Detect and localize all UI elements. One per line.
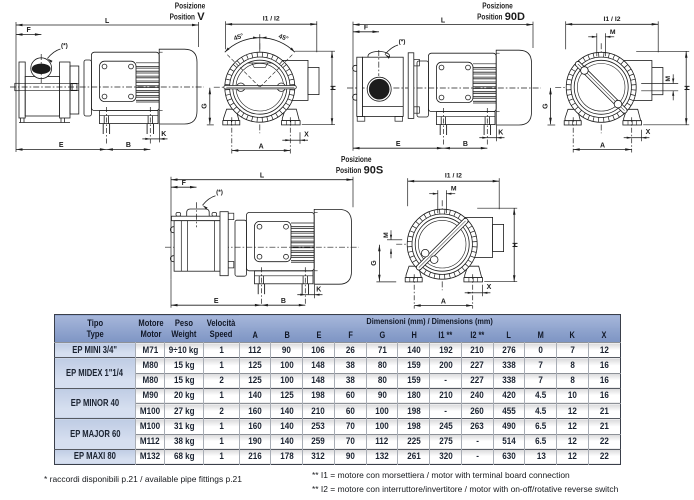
svg-text:A: A (441, 298, 446, 305)
svg-text:90S: 90S (364, 164, 384, 176)
svg-text:H: H (513, 242, 520, 247)
svg-text:V: V (197, 11, 205, 23)
svg-text:X: X (304, 131, 309, 138)
svg-text:M: M (610, 29, 616, 36)
svg-text:Position: Position (336, 166, 361, 175)
svg-text:B: B (126, 142, 131, 149)
svg-text:E: E (396, 141, 401, 148)
svg-text:L: L (441, 17, 446, 24)
svg-text:(*): (*) (61, 43, 68, 50)
svg-text:X: X (487, 284, 492, 291)
svg-text:X: X (646, 129, 651, 136)
svg-text:G: G (371, 260, 378, 266)
svg-text:I1 / I2: I1 / I2 (603, 16, 620, 23)
svg-text:F: F (364, 24, 369, 31)
svg-text:(*): (*) (216, 189, 223, 196)
svg-text:L: L (105, 18, 110, 25)
svg-text:I1 / I2: I1 / I2 (263, 16, 280, 23)
svg-text:90D: 90D (505, 11, 525, 23)
svg-text:M: M (451, 186, 457, 193)
svg-text:H: H (330, 85, 337, 90)
svg-text:B: B (281, 298, 286, 305)
svg-text:E: E (214, 298, 219, 305)
svg-text:K: K (498, 130, 503, 137)
svg-text:G: G (202, 103, 209, 109)
svg-text:F: F (27, 27, 32, 34)
svg-text:B: B (463, 141, 468, 148)
svg-text:A: A (600, 142, 605, 149)
svg-text:A: A (259, 143, 264, 150)
svg-text:F: F (182, 180, 187, 187)
svg-text:45°: 45° (233, 31, 245, 42)
svg-text:L: L (260, 173, 265, 180)
svg-text:Posizione: Posizione (175, 2, 206, 11)
svg-text:E: E (59, 142, 64, 149)
svg-text:45°: 45° (277, 32, 289, 43)
svg-text:Position: Position (477, 12, 502, 21)
svg-text:M: M (383, 232, 390, 238)
svg-text:G: G (542, 103, 549, 109)
svg-text:K: K (161, 131, 166, 138)
svg-text:(*): (*) (399, 39, 406, 46)
svg-text:I1 / I2: I1 / I2 (445, 173, 462, 180)
svg-text:Posizione: Posizione (341, 155, 372, 164)
svg-text:M: M (665, 76, 672, 82)
svg-text:Position: Position (170, 12, 195, 21)
svg-text:H: H (685, 85, 692, 90)
svg-text:K: K (316, 287, 321, 294)
svg-text:Posizione: Posizione (482, 2, 513, 11)
